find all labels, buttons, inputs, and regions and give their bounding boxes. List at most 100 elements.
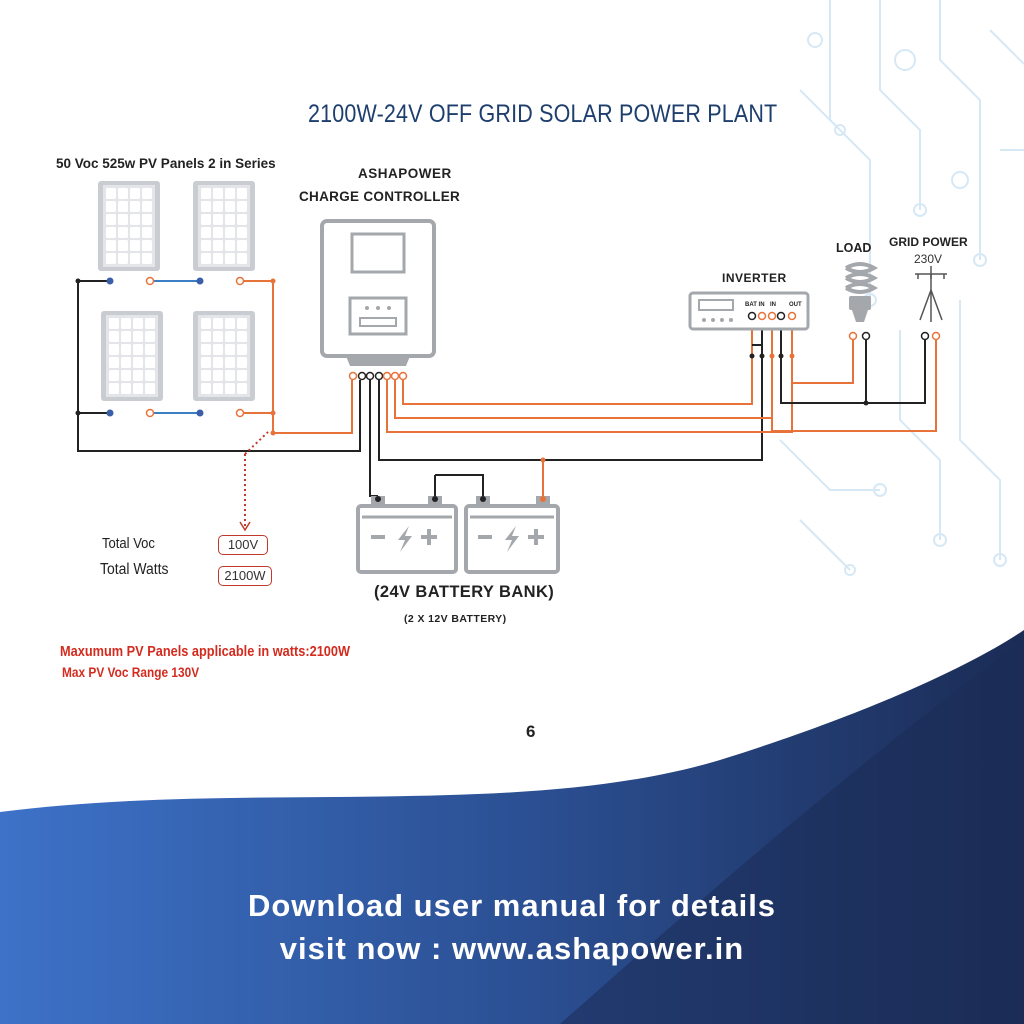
solar-cell bbox=[109, 357, 119, 368]
solar-cell bbox=[106, 201, 116, 212]
charge-controller-label: CHARGE CONTROLLER bbox=[299, 189, 461, 204]
solar-cell bbox=[142, 240, 152, 251]
solar-cell bbox=[133, 383, 143, 394]
solar-cell bbox=[213, 240, 223, 251]
solar-cell bbox=[145, 344, 155, 355]
total-voc-value: 100V bbox=[218, 535, 268, 555]
solar-cell bbox=[142, 201, 152, 212]
solar-cell bbox=[201, 227, 211, 238]
solar-cell bbox=[237, 214, 247, 225]
solar-cell bbox=[142, 214, 152, 225]
solar-cell bbox=[201, 201, 211, 212]
controller-terminals bbox=[348, 371, 408, 381]
solar-cell bbox=[213, 370, 223, 381]
solar-cell bbox=[225, 357, 235, 368]
grid-power-label: GRID POWER bbox=[889, 235, 968, 249]
battery-bank-label: (24V BATTERY BANK) bbox=[374, 583, 555, 601]
solar-cell bbox=[133, 357, 143, 368]
max-voc-note: Max PV Voc Range 130V bbox=[62, 665, 200, 680]
solar-cell bbox=[109, 370, 119, 381]
solar-cell bbox=[121, 370, 131, 381]
pv-panels-label: 50 Voc 525w PV Panels 2 in Series bbox=[56, 156, 276, 171]
solar-cell bbox=[118, 227, 128, 238]
solar-cell bbox=[145, 331, 155, 342]
solar-cell bbox=[237, 188, 247, 199]
solar-cell bbox=[130, 201, 140, 212]
solar-cell bbox=[237, 344, 247, 355]
solar-cell bbox=[109, 331, 119, 342]
solar-cell bbox=[106, 188, 116, 199]
solar-cell bbox=[106, 214, 116, 225]
solar-cell bbox=[142, 188, 152, 199]
solar-cell bbox=[106, 227, 116, 238]
bolt-icon bbox=[505, 526, 519, 552]
solar-cell bbox=[118, 214, 128, 225]
solar-cell bbox=[118, 188, 128, 199]
solar-cell bbox=[130, 227, 140, 238]
charge-controller-brand: ASHAPOWER bbox=[358, 166, 452, 181]
solar-cell bbox=[145, 370, 155, 381]
solar-cell bbox=[133, 318, 143, 329]
solar-cell bbox=[109, 383, 119, 394]
battery-bank-sublabel: (2 X 12V BATTERY) bbox=[404, 613, 507, 625]
solar-cell bbox=[130, 188, 140, 199]
solar-cell bbox=[237, 253, 247, 264]
footer-wave-dark bbox=[560, 640, 1024, 1024]
solar-cell bbox=[237, 318, 247, 329]
page-title: 2100W-24V OFF GRID SOLAR POWER PLANT bbox=[308, 100, 778, 128]
solar-cell bbox=[213, 383, 223, 394]
solar-cell bbox=[225, 201, 235, 212]
solar-cell bbox=[121, 318, 131, 329]
total-voc-label: Total Voc bbox=[102, 536, 155, 552]
solar-cell bbox=[109, 318, 119, 329]
bolt-icon bbox=[398, 526, 412, 552]
solar-panel-array bbox=[98, 181, 255, 401]
circuit-decoration bbox=[779, 0, 1024, 576]
battery-icon bbox=[464, 496, 560, 574]
solar-cell bbox=[237, 227, 247, 238]
inverter-unit: BAT IN IN OUT bbox=[688, 291, 810, 331]
solar-cell bbox=[106, 240, 116, 251]
footer-line-2[interactable]: visit now : www.ashapower.in bbox=[279, 931, 745, 966]
solar-cell bbox=[225, 383, 235, 394]
page-number: 6 bbox=[526, 722, 536, 741]
panel-terminals bbox=[75, 276, 276, 418]
footer-line-1: Download user manual for details bbox=[247, 888, 777, 923]
solar-cell bbox=[201, 253, 211, 264]
solar-cell bbox=[237, 331, 247, 342]
solar-cell bbox=[201, 240, 211, 251]
solar-cell bbox=[213, 331, 223, 342]
solar-cell bbox=[201, 344, 211, 355]
solar-cell bbox=[201, 383, 211, 394]
solar-cell bbox=[201, 214, 211, 225]
solar-cell bbox=[225, 344, 235, 355]
solar-cell bbox=[145, 318, 155, 329]
solar-cell bbox=[145, 383, 155, 394]
solar-cell bbox=[225, 370, 235, 381]
solar-cell bbox=[121, 383, 131, 394]
grid-pole-icon bbox=[915, 266, 947, 341]
solar-cell bbox=[130, 214, 140, 225]
charge-controller bbox=[320, 219, 436, 366]
solar-cell bbox=[237, 383, 247, 394]
solar-cell bbox=[213, 227, 223, 238]
solar-cell bbox=[142, 227, 152, 238]
solar-cell bbox=[121, 357, 131, 368]
solar-cell bbox=[225, 253, 235, 264]
solar-cell bbox=[225, 331, 235, 342]
inverter-terminal-out: OUT bbox=[789, 302, 802, 308]
solar-cell bbox=[130, 240, 140, 251]
solar-cell bbox=[142, 253, 152, 264]
inverter-terminal-in: IN bbox=[770, 302, 776, 308]
inverter-terminal-bat-in: BAT IN bbox=[745, 302, 765, 308]
solar-cell bbox=[225, 240, 235, 251]
solar-cell bbox=[201, 331, 211, 342]
solar-cell bbox=[225, 318, 235, 329]
total-watts-value: 2100W bbox=[218, 566, 272, 586]
solar-cell bbox=[133, 344, 143, 355]
solar-cell bbox=[201, 357, 211, 368]
solar-cell bbox=[145, 357, 155, 368]
solar-cell bbox=[213, 188, 223, 199]
